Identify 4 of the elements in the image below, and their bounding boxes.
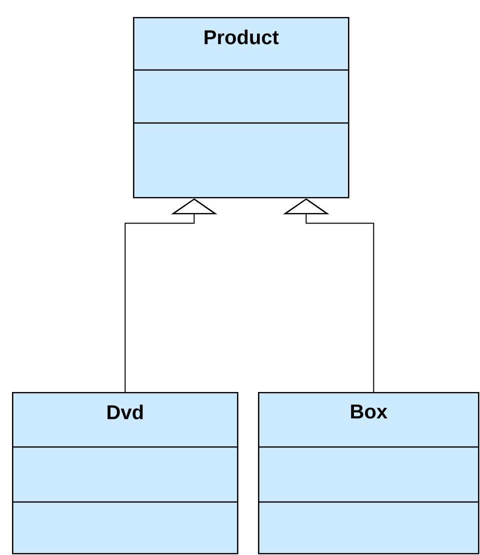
class-box: Dvd [12,392,238,554]
generalization-arrow [283,198,374,392]
class-box: Product [133,17,350,198]
class-box: Box [258,392,480,554]
